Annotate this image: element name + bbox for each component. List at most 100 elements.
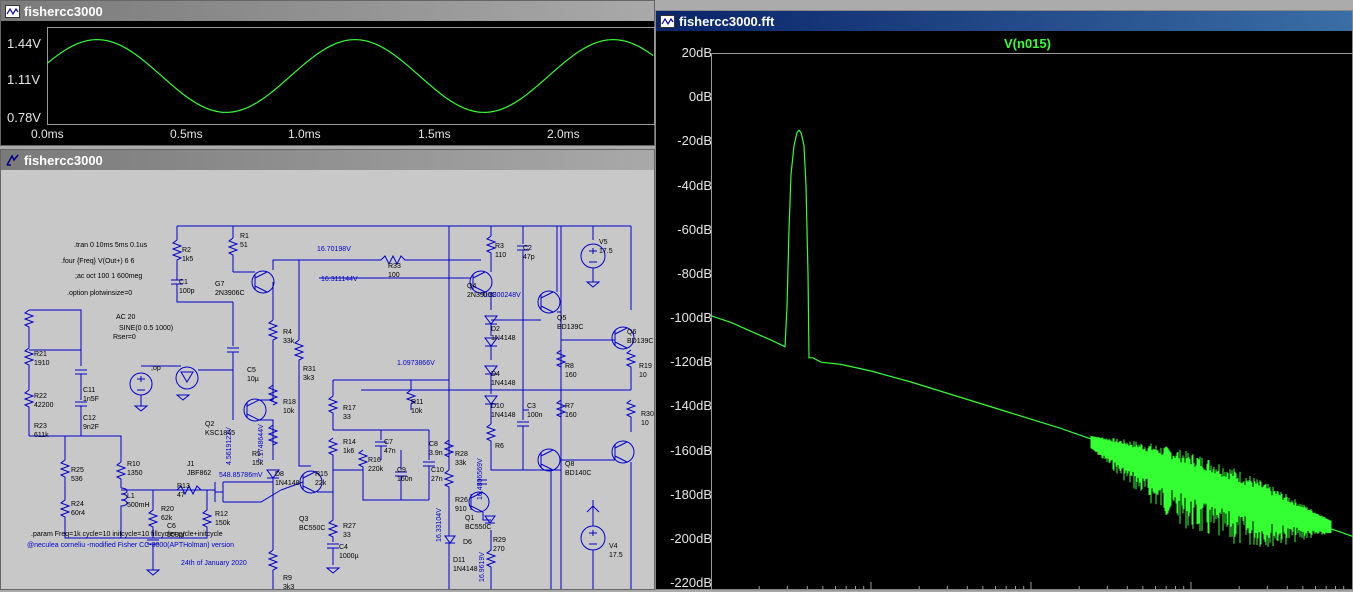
schematic-canvas[interactable] xyxy=(1,170,654,589)
node-voltage-label: 4.5619122V xyxy=(226,427,233,465)
component-l1[interactable]: L1 500mH xyxy=(127,493,150,509)
component-r24[interactable]: R24 60r4 xyxy=(71,501,86,517)
component-q4[interactable]: Q4 2N3906C xyxy=(467,283,497,299)
component-r7[interactable]: R7 160 xyxy=(565,403,577,419)
component-r8[interactable]: R8 160 xyxy=(565,363,577,379)
schematic-window[interactable]: fishercc3000 xyxy=(0,149,655,591)
component-r33[interactable]: R33 100 xyxy=(388,263,401,279)
fft-y-label: -180dB xyxy=(670,486,712,502)
schematic-title: fishercc3000 xyxy=(24,152,103,168)
component-d4[interactable]: D4 1N4148 xyxy=(491,371,516,387)
transient-ylabel-top: 1.44V xyxy=(7,36,41,51)
fft-titlebar[interactable]: fishercc3000.fft xyxy=(656,11,1352,31)
component-r25[interactable]: R25 536 xyxy=(71,467,84,483)
component-c11[interactable]: C11 1n5F xyxy=(83,387,99,403)
component-q5[interactable]: Q5 BD139C xyxy=(557,315,584,331)
fft-y-label: -200dB xyxy=(670,530,712,546)
component-r5[interactable]: R5 15k xyxy=(252,451,264,467)
transient-ylabel-bottom: 0.78V xyxy=(7,110,41,125)
fft-title: fishercc3000.fft xyxy=(679,13,775,29)
component-r22[interactable]: R22 42200 xyxy=(34,393,54,409)
directive-ac[interactable]: ;ac oct 100 1 600meg xyxy=(75,273,143,280)
component-c9[interactable]: C9 160n xyxy=(397,467,413,483)
node-voltage-label: 0.3800248V xyxy=(483,292,521,299)
component-q2[interactable]: Q2 KSC1845 xyxy=(205,421,235,437)
component-r18[interactable]: R18 10k xyxy=(283,399,296,415)
component-c8[interactable]: C8 3.9n xyxy=(429,441,443,457)
node-voltage-label: 16.70198V xyxy=(317,246,351,253)
source-rser[interactable]: Rser=0 xyxy=(113,334,136,341)
component-j1[interactable]: J1 JBF862 xyxy=(187,461,212,477)
component-d10[interactable]: D10 1N4148 xyxy=(491,403,516,419)
component-r6[interactable]: R6 xyxy=(495,443,504,450)
component-r9[interactable]: R9 3k3 xyxy=(283,575,295,591)
component-r3[interactable]: R3 110 xyxy=(495,243,507,259)
component-r21[interactable]: R21 1910 xyxy=(34,351,50,367)
component-c1[interactable]: C1 100p xyxy=(179,279,195,295)
fft-x-ticks xyxy=(711,582,1345,590)
component-r29[interactable]: R29 270 xyxy=(493,537,506,553)
component-r23[interactable]: R23 611k xyxy=(34,423,49,439)
source-ac[interactable]: AC 20 xyxy=(116,314,136,321)
component-c4[interactable]: C4 1000µ xyxy=(339,544,359,560)
fft-trace-label[interactable]: V(n015) xyxy=(1004,36,1051,51)
component-r28[interactable]: R28 33k xyxy=(455,451,468,467)
component-r30[interactable]: R30 10 xyxy=(641,411,654,427)
component-g7[interactable]: G7 2N3906C xyxy=(215,281,245,297)
component-q1[interactable]: Q1 BC550C xyxy=(465,515,492,531)
component-v5[interactable]: V5 17.5 xyxy=(599,239,613,255)
fft-y-label: -20dB xyxy=(677,133,712,149)
component-c2[interactable]: C2 47p xyxy=(523,245,535,261)
transient-titlebar[interactable]: fishercc3000 xyxy=(1,1,654,21)
component-r15[interactable]: R15 22k xyxy=(315,471,328,487)
component-c12[interactable]: C12 9n2F xyxy=(83,415,99,431)
source-sine[interactable]: SINE(0 0.5 1000) xyxy=(119,325,174,332)
fft-plot[interactable] xyxy=(711,53,1353,591)
component-q3[interactable]: Q3 BC550C xyxy=(299,516,326,532)
component-r27[interactable]: R27 33 xyxy=(343,523,356,539)
component-r31[interactable]: R31 3k3 xyxy=(303,366,316,382)
waveform-window-icon xyxy=(5,4,20,18)
directive-option[interactable]: .option plotwinsize=0 xyxy=(67,290,133,297)
component-r1[interactable]: R1 51 xyxy=(240,233,249,249)
fft-y-label: -160dB xyxy=(670,442,712,458)
waveform-window-icon xyxy=(660,14,675,28)
component-r2[interactable]: R2 1k5 xyxy=(182,247,194,263)
component-q6[interactable]: Q6 BD139C xyxy=(627,329,654,345)
component-r17[interactable]: R17 33 xyxy=(343,405,356,421)
fft-y-label: -80dB xyxy=(677,265,712,281)
component-r14[interactable]: R14 1k6 xyxy=(343,439,356,455)
transient-plot[interactable] xyxy=(47,27,655,125)
component-v4[interactable]: V4 17.5 xyxy=(609,543,623,559)
comment-author: @neculea corneliu -modified Fisher CC-30… xyxy=(27,542,235,549)
node-voltage-label: 7.1748644V xyxy=(258,424,265,462)
component-c3[interactable]: C3 100n xyxy=(527,403,543,419)
component-r12[interactable]: R12 150k xyxy=(215,511,231,527)
component-r11[interactable]: R11 10k xyxy=(411,399,424,415)
component-c5[interactable]: C5 10µ xyxy=(247,367,259,383)
component-r10[interactable]: R10 1350 xyxy=(127,461,143,477)
component-d11[interactable]: D11 1N4148 xyxy=(453,557,478,573)
node-voltage-label: 16.4806569V xyxy=(477,458,484,500)
component-d6[interactable]: D6 xyxy=(463,539,472,546)
directive-param[interactable]: .param Freq=1k cycle=10 initcycle=10 fil… xyxy=(31,531,223,538)
fft-y-label: -140dB xyxy=(670,398,712,414)
directive-tran[interactable]: .tran 0 10ms 5ms 0.1us xyxy=(74,242,148,249)
transient-xlabel-4: 2.0ms xyxy=(547,127,580,141)
component-r20[interactable]: R20 62k xyxy=(161,506,174,522)
component-r13[interactable]: R13 47 xyxy=(177,483,190,499)
directive-four[interactable]: .four {Freq} V(Out+) 6 6 xyxy=(61,258,135,265)
transient-window[interactable]: fishercc3000 1.44V 1.11V 0.78V 0.0ms 0.5… xyxy=(0,0,655,146)
component-c10[interactable]: C10 27n xyxy=(431,467,444,483)
component-r16[interactable]: R16 220k xyxy=(368,457,384,473)
schematic-titlebar[interactable]: fishercc3000 xyxy=(1,150,654,170)
component-q8[interactable]: Q8 BD140C xyxy=(565,461,592,477)
component-c6[interactable]: C6 500pf xyxy=(167,523,185,539)
component-d2[interactable]: D2 1N4148 xyxy=(491,326,516,342)
component-d8[interactable]: D8 1N4148 xyxy=(275,471,300,487)
component-r26[interactable]: R26 910 xyxy=(455,497,468,513)
component-c7[interactable]: C7 47n xyxy=(384,439,396,455)
component-r19[interactable]: R19 10 xyxy=(639,363,652,379)
component-r4[interactable]: R4 33k xyxy=(283,329,295,345)
